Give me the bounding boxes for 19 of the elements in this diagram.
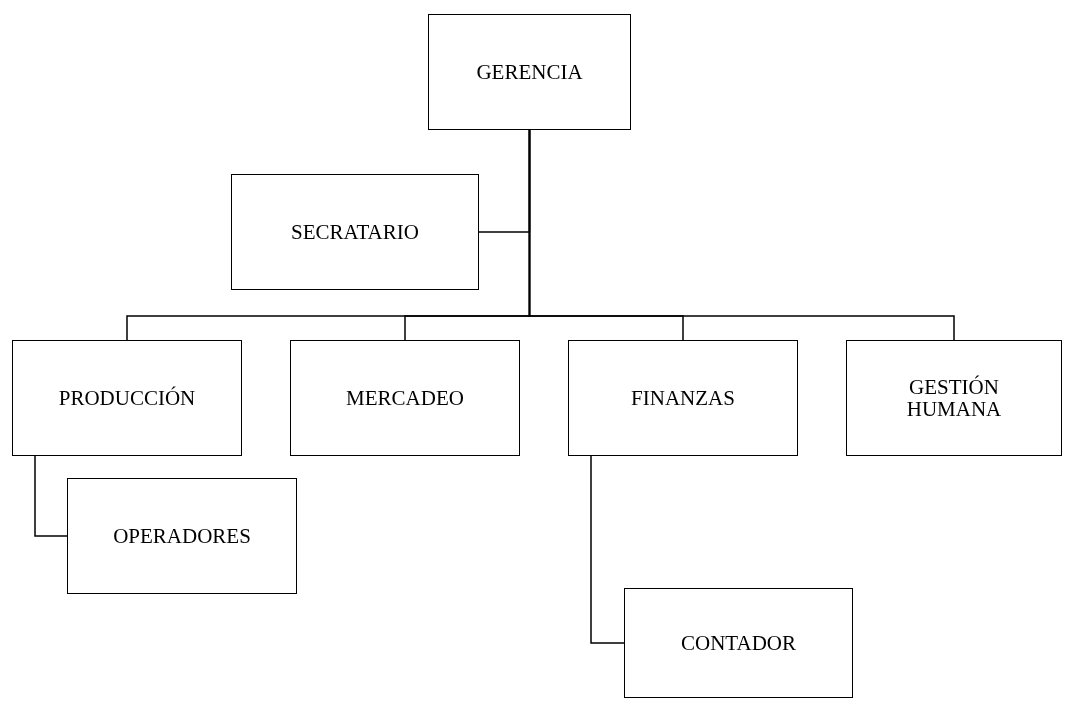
org-box [67, 478, 297, 594]
role-label: PRODUCCIÓN [58, 386, 196, 409]
connector-line [590, 455, 625, 644]
org-box [231, 174, 479, 290]
org-box [568, 340, 798, 456]
role-label: FINANZAS [631, 386, 735, 409]
role-label: CONTADOR [681, 631, 796, 654]
org-box [624, 588, 853, 698]
role-label: GESTIÓN HUMANA [905, 375, 1003, 421]
org-box [12, 340, 242, 456]
org-box [428, 14, 631, 130]
role-label: MERCADEO [346, 386, 464, 409]
role-label: SECRATARIO [291, 220, 419, 243]
org-box [846, 340, 1062, 456]
connector-line [34, 455, 68, 537]
org-box [290, 340, 520, 456]
role-label: GERENCIA [476, 60, 583, 83]
connector-line [528, 129, 955, 341]
role-label: OPERADORES [113, 524, 251, 547]
